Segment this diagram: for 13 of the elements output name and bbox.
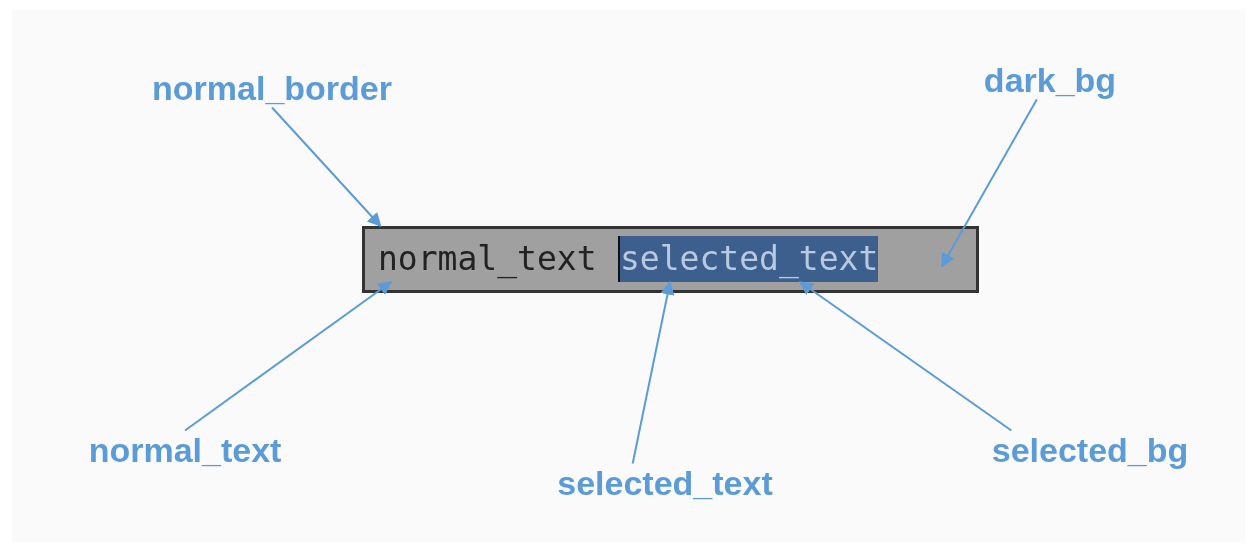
leader-arrow [799,281,1013,432]
leader-arrow [941,98,1038,268]
callout-label: dark_bg [983,60,1117,100]
selected-text: selected_text [618,236,879,282]
text-field [362,226,979,293]
callout-label: normal_text [88,430,282,470]
callout-label: selected_bg [991,430,1189,470]
field-text: normal_text [378,236,597,282]
leader-arrow [271,106,382,228]
leader-arrow [631,280,675,465]
callout-label: selected_text [557,463,773,503]
callout-label: normal_border [152,68,392,108]
leader-arrow [184,281,393,432]
